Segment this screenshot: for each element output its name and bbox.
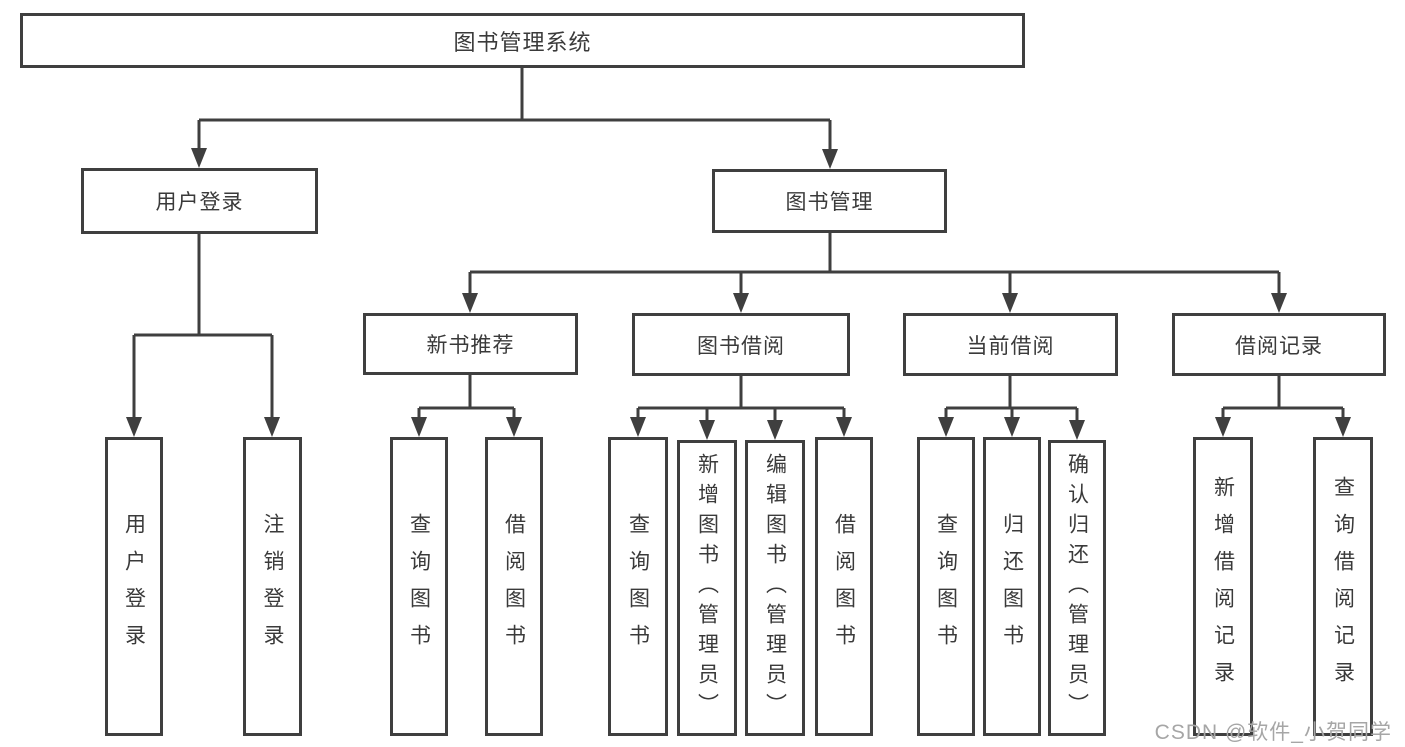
arrowhead-newbooks-borrow [506,417,522,437]
node-current-borrowing: 当前借阅 [903,313,1118,376]
edge-newbooks-to-leaves [417,375,516,421]
arrowhead-borrow-add [699,420,715,440]
leaf-records-query-record: 查询借阅记录 [1313,437,1373,736]
arrowhead-newbooks-query [411,417,427,437]
leaf-records-add-record: 新增借阅记录 [1193,437,1253,736]
arrowhead-leaf-user-login [126,417,142,437]
node-new-book-recommend: 新书推荐 [363,313,578,375]
arrowhead-borrow-records [1271,293,1287,313]
arrowhead-book-borrow [733,293,749,313]
arrowhead-borrow-borrow [836,417,852,437]
leaf-current-query-books: 查询图书 [917,437,975,736]
leaf-logout: 注销登录 [243,437,302,736]
arrowhead-records-query [1335,417,1351,437]
edge-borrowrecords-to-leaves [1221,375,1345,421]
edge-root-to-level2 [197,68,832,153]
leaf-borrow-query-books: 查询图书 [608,437,668,736]
arrowhead-leaf-logout [264,417,280,437]
arrowhead-records-add [1215,417,1231,437]
arrowhead-current-borrow [1002,293,1018,313]
arrowhead-borrow-edit [767,420,783,440]
arrowhead-new-books [462,293,478,313]
arrowhead-current-return [1004,417,1020,437]
node-library-management-system: 图书管理系统 [20,13,1025,68]
node-book-borrowing: 图书借阅 [632,313,850,376]
leaf-newbooks-borrow-books: 借阅图书 [485,437,543,736]
node-book-management: 图书管理 [712,169,947,233]
arrowhead-current-query [938,417,954,437]
leaf-newbooks-query-books: 查询图书 [390,437,448,736]
edge-userlogin-to-leaves [132,234,274,421]
edge-bookmgmt-to-level3 [468,233,1281,297]
arrowhead-book-mgmt [822,149,838,169]
leaf-user-login: 用户登录 [105,437,163,736]
leaf-current-return-books: 归还图书 [983,437,1041,736]
leaf-borrow-borrow-books: 借阅图书 [815,437,873,736]
edge-bookborrow-to-leaves [636,375,846,424]
leaf-borrow-add-books-admin: 新增图书（管理员） [677,440,737,736]
node-user-login: 用户登录 [81,168,318,234]
arrowhead-user-login [191,148,207,168]
leaf-current-confirm-return-admin: 确认归还（管理员） [1048,440,1106,736]
edge-currentborrow-to-leaves [944,375,1079,424]
node-borrowing-records: 借阅记录 [1172,313,1386,376]
leaf-borrow-edit-books-admin: 编辑图书（管理员） [745,440,805,736]
arrowhead-current-confirm [1069,420,1085,440]
csdn-watermark: CSDN @软件_小贺同学 [1154,721,1392,744]
arrowhead-borrow-query [630,417,646,437]
